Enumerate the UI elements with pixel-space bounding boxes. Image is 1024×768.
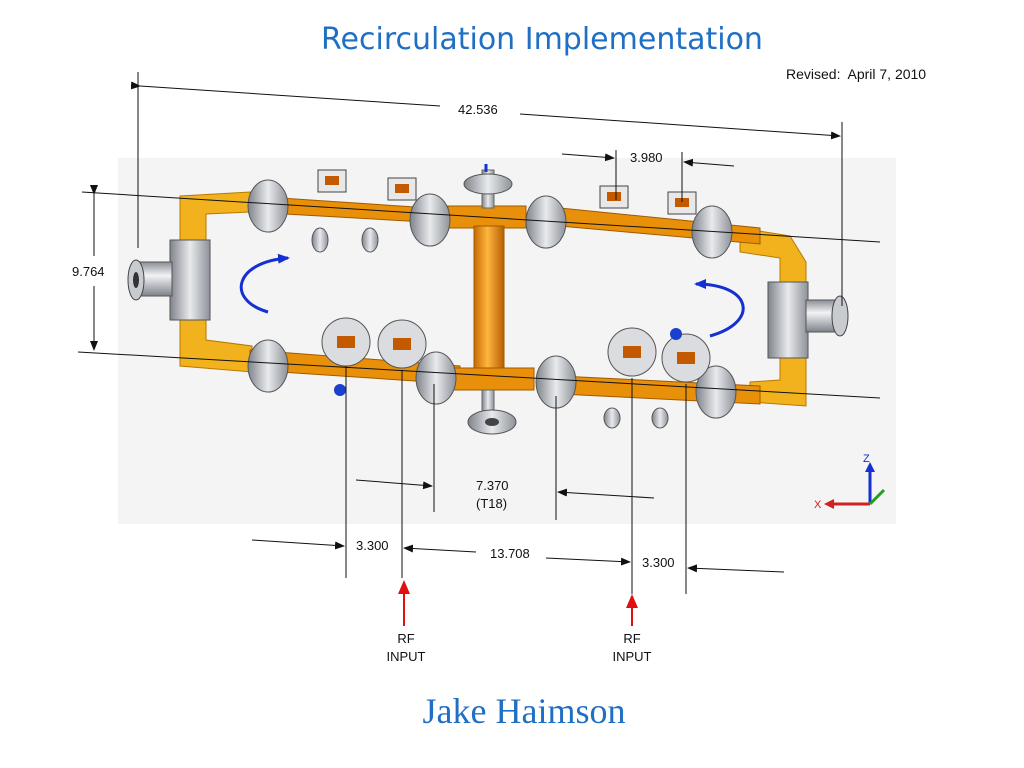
dim-flange-spacing: 3.980 [630,150,663,165]
axis-z-label: Z [863,453,870,465]
flanges [247,179,737,419]
right-cylinder [767,281,849,359]
circulation-arrow-left [239,253,290,314]
revised-date: Revised: April 7, 2010 [786,66,927,82]
rf-input-right-line1: RF [623,631,640,646]
rf-input-right: RF INPUT [613,594,652,664]
dim-left-offset: 3.300 [356,538,389,553]
top-ports [311,169,697,253]
bottom-cavities [321,317,711,429]
rf-input-left-line1: RF [397,631,414,646]
dim-center-span: 13.708 [490,546,530,561]
author-name: Jake Haimson [422,691,626,731]
rf-input-left-line2: INPUT [387,649,426,664]
rf-input-left: RF INPUT [387,580,426,664]
axis-triad-icon: Z X [814,453,886,511]
center-column [447,164,535,435]
dim-center-offset: 7.370 [476,478,509,493]
dim-height: 9.764 [72,264,105,279]
circulation-arrow-right [694,279,745,338]
dim-overall-length: 42.536 [458,102,498,117]
dimension-lines [77,72,881,594]
rf-input-right-line2: INPUT [613,649,652,664]
dim-center-offset-note: (T18) [476,496,507,511]
dim-right-offset: 3.300 [642,555,675,570]
axis-x-label: X [814,499,822,511]
left-cylinder [127,239,211,321]
slide-title: Recirculation Implementation [321,22,763,57]
